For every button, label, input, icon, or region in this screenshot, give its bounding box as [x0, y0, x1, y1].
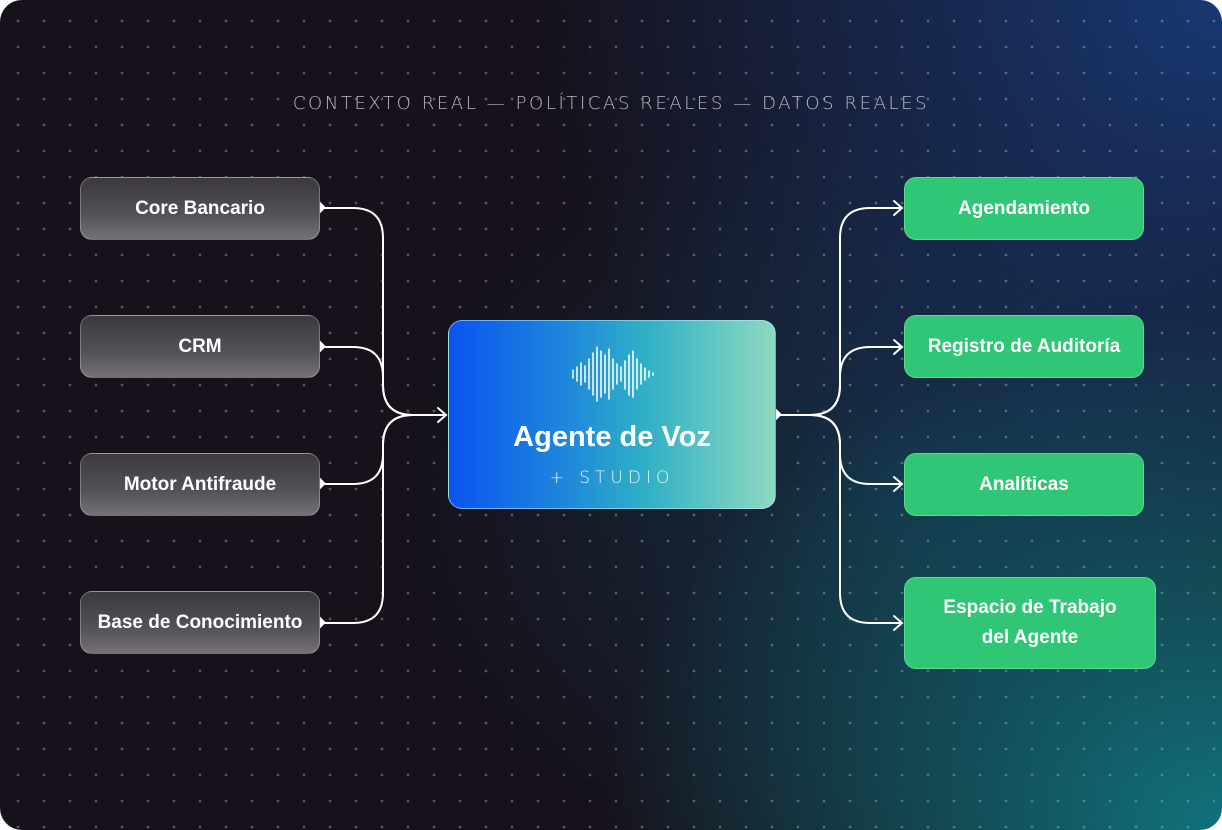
diagram-headline: CONTEXTO REAL — POLÍTICAS REALES — DATOS…: [292, 93, 930, 114]
destination-node-label: Analíticas: [979, 473, 1069, 495]
source-node-core-bancario[interactable]: Core Bancario: [80, 177, 320, 240]
destination-node-analiticas[interactable]: Analíticas: [904, 453, 1144, 516]
central-node-title: Agente de Voz: [513, 421, 711, 453]
central-node-subtitle: + STUDIO: [549, 468, 675, 488]
source-node-label: Motor Antifraude: [123, 473, 277, 495]
source-node-motor-antifraude[interactable]: Motor Antifraude: [80, 453, 320, 516]
destination-node-espacio-de-trabajo[interactable]: Espacio de Trabajo del Agente: [904, 577, 1156, 669]
destination-node-agendamiento[interactable]: Agendamiento: [904, 177, 1144, 240]
destination-node-label: Espacio de Trabajo del Agente: [943, 597, 1117, 648]
source-node-label: CRM: [178, 335, 222, 357]
destination-node-label: Agendamiento: [958, 197, 1090, 219]
destination-node-label: Registro de Auditoría: [927, 335, 1121, 357]
source-node-base-de-conocimiento[interactable]: Base de Conocimiento: [80, 591, 320, 654]
source-node-label: Base de Conocimiento: [97, 611, 303, 633]
source-node-label: Core Bancario: [135, 197, 265, 219]
central-agent-node[interactable]: Agente de Voz + STUDIO: [448, 320, 776, 509]
destination-node-registro-de-auditoria[interactable]: Registro de Auditoría: [904, 315, 1144, 378]
source-node-crm[interactable]: CRM: [80, 315, 320, 378]
sound-wave-icon: [572, 346, 654, 402]
